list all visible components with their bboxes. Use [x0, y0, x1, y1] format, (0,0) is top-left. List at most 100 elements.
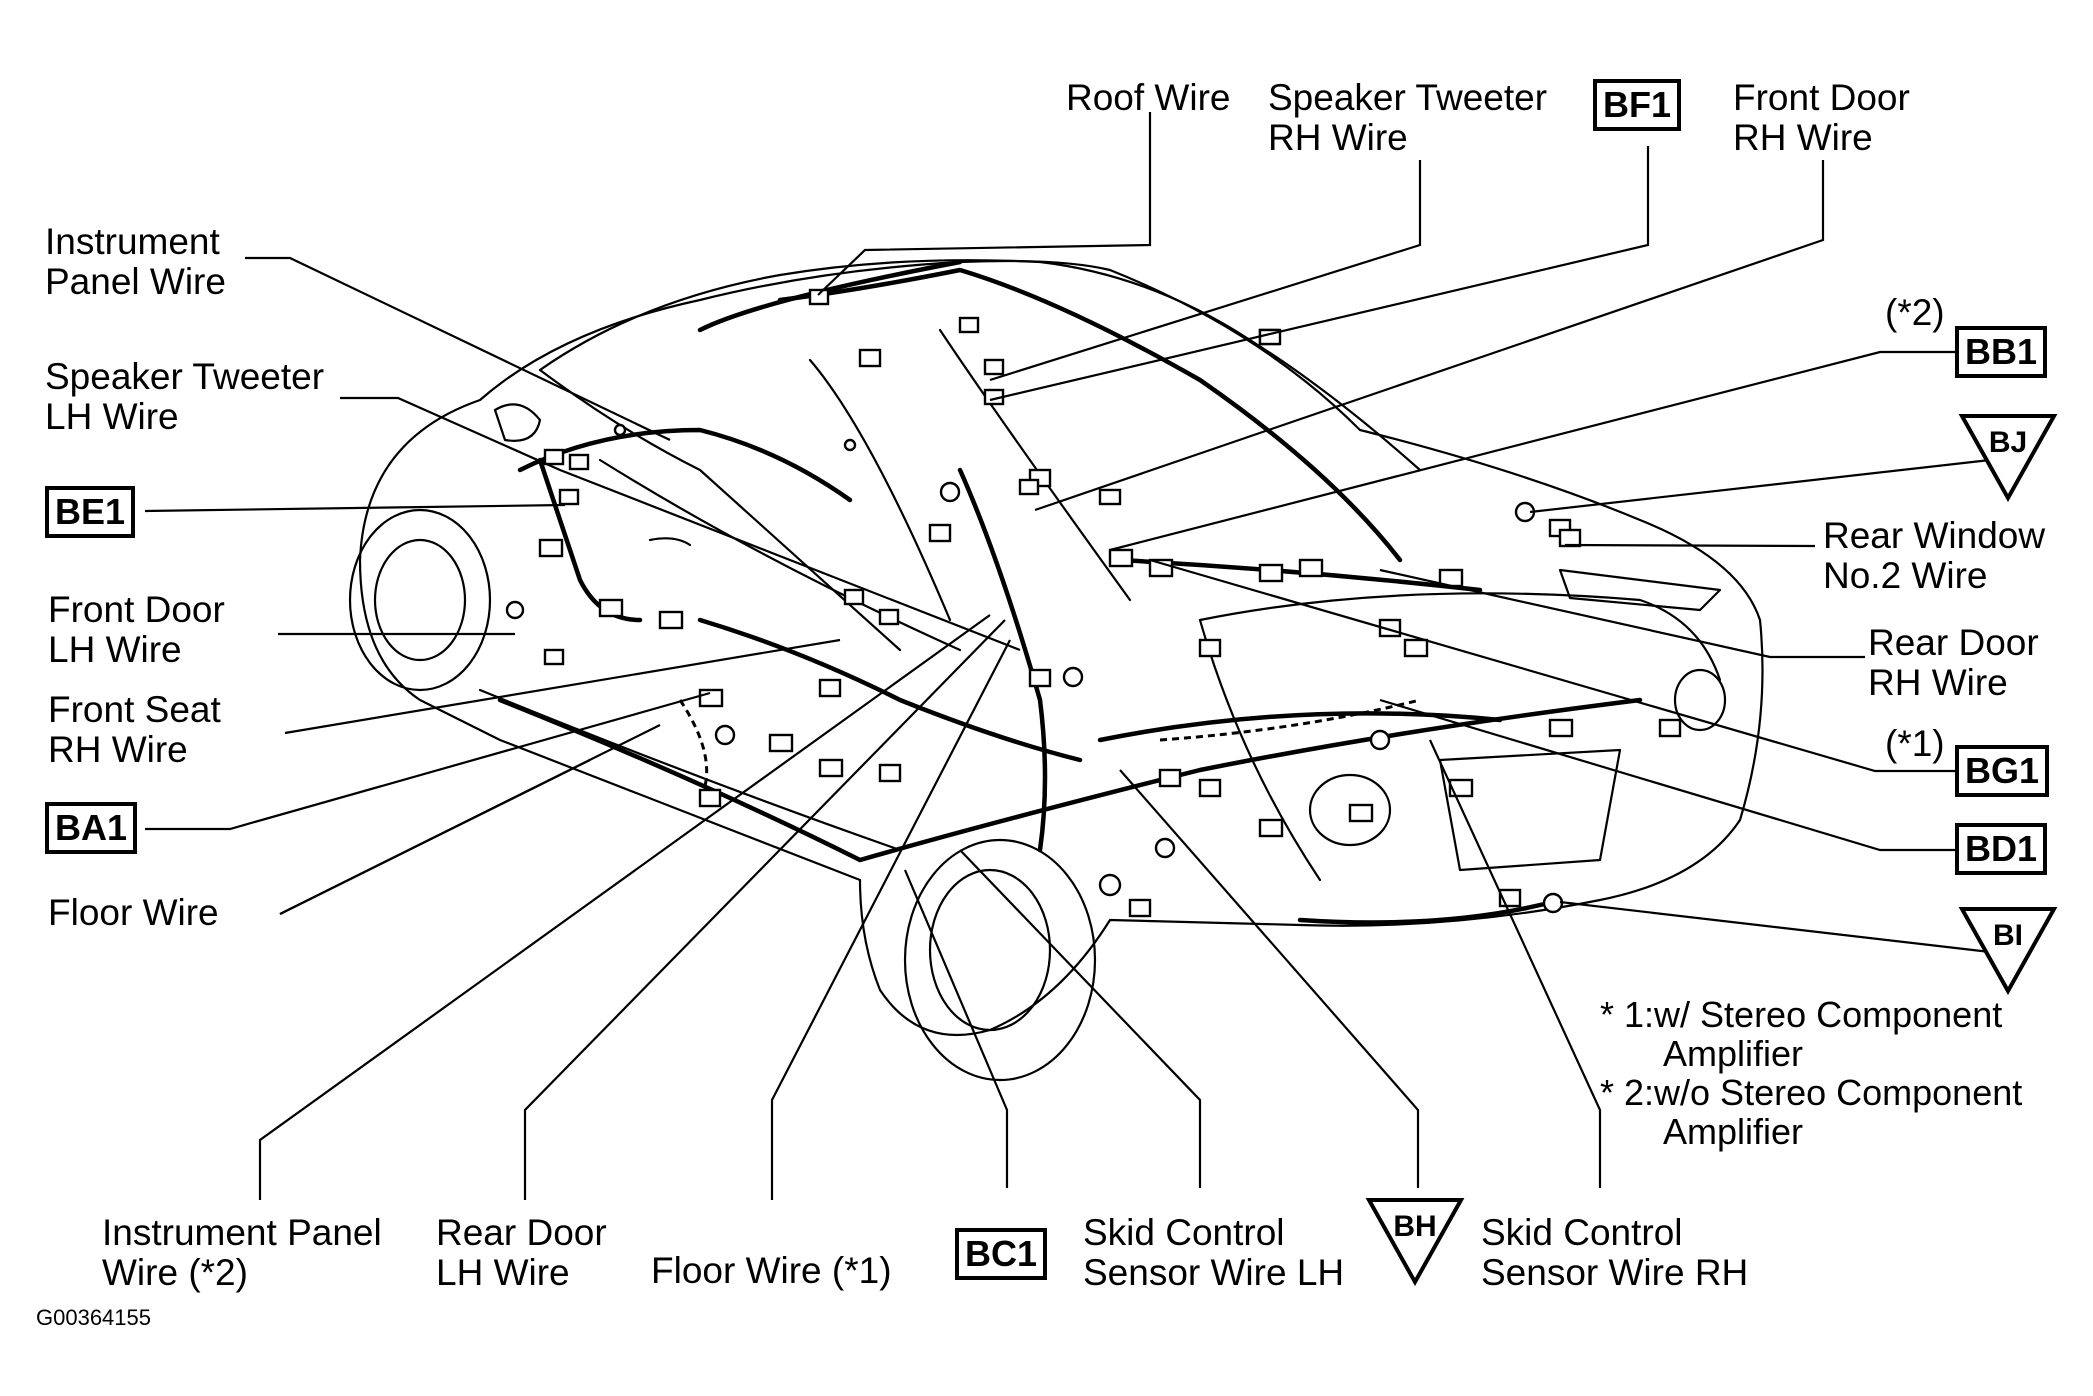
leader-bh: [1119, 769, 1420, 1188]
connector-badge-bf1: BF1: [1593, 79, 1682, 131]
leader-rear-door-lh: [523, 619, 1006, 1200]
figure-code: G00364155: [36, 1305, 151, 1330]
connector: [598, 598, 624, 618]
connector: [1448, 778, 1474, 798]
b-pillar: [808, 358, 952, 622]
roof-line: [538, 259, 1422, 472]
label-floor-wire: Floor Wire: [48, 892, 219, 933]
connector: [1258, 563, 1284, 583]
roof-harness: [777, 267, 1403, 563]
leader-bd1: [1379, 698, 1955, 852]
label-front-seat-rh: Front Seat RH Wire: [48, 689, 221, 770]
connector: [1158, 768, 1182, 788]
instrument-harness: [517, 427, 853, 503]
door-handle: [648, 537, 692, 547]
connector: [538, 538, 564, 558]
label-rear-window-no2: Rear Window No.2 Wire: [1823, 515, 2046, 596]
connector-badge-bb1: BB1: [1955, 326, 2048, 378]
front-wheel-inner: [373, 538, 467, 662]
leader-skid-rh: [1429, 739, 1602, 1188]
floor-harness-2: [697, 617, 1083, 763]
license-plate-area: [1438, 748, 1622, 872]
ground-triangle-icon: [1365, 1198, 1465, 1287]
connector: [1548, 718, 1574, 738]
rear-spoiler: [1558, 568, 1722, 612]
connector: [1098, 488, 1122, 506]
front-pillar: [538, 368, 902, 652]
connector: [878, 763, 902, 783]
grommet: [1098, 873, 1122, 897]
leader-floor-wire-b: [279, 724, 661, 915]
leader-bg1: [1149, 558, 1955, 773]
connector: [1198, 778, 1222, 798]
connector: [698, 788, 722, 808]
car-body-outline: [358, 259, 1764, 1037]
connector: [1198, 638, 1222, 658]
label-instrument-panel-wire-2: Instrument Panel Wire (*2): [102, 1212, 382, 1293]
connector: [818, 758, 844, 778]
connector: [1028, 668, 1052, 688]
note2-marker-top: (*2): [1885, 292, 1945, 333]
leader-instrument-panel-wire-2: [258, 614, 991, 1200]
rear-wheel-outer: [903, 838, 1097, 1082]
tail-light-right: [1673, 668, 1727, 732]
connector-badge-bd1: BD1: [1955, 823, 2048, 875]
connector: [568, 453, 590, 471]
trunk-lid: [1198, 592, 1722, 682]
connector-badge-ba1: BA1: [45, 802, 138, 854]
dashed-harness-1: [1159, 698, 1421, 742]
label-roof-wire: Roof Wire: [1066, 77, 1231, 118]
connector: [1298, 558, 1324, 578]
connector: [1558, 528, 1582, 548]
note1-marker-top: (*1): [1885, 723, 1945, 764]
grommet: [1369, 729, 1391, 751]
grommet: [505, 600, 525, 620]
leader-skid-lh: [959, 849, 1202, 1188]
rear-wheel-inner: [928, 868, 1052, 1032]
leader-instrument-panel-wire: [245, 256, 671, 441]
connector: [983, 358, 1005, 376]
grommet: [613, 423, 627, 437]
connector: [858, 348, 882, 368]
connector-badge-bc1: BC1: [955, 1228, 1048, 1280]
connector-badge-bg1: BG1: [1955, 745, 2050, 797]
label-speaker-tweeter-lh: Speaker Tweeter LH Wire: [45, 356, 325, 437]
c-pillar: [938, 328, 1132, 602]
footnote-2: * 2:w/o Stereo Component Amplifier: [1600, 1072, 2023, 1152]
label-speaker-tweeter-rh: Speaker Tweeter RH Wire: [1268, 77, 1548, 158]
connector: [1258, 818, 1284, 838]
label-front-door-rh: Front Door RH Wire: [1733, 77, 1910, 158]
side-mirror: [493, 403, 542, 442]
grommet: [714, 724, 736, 746]
connector: [1108, 548, 1134, 568]
connector: [1658, 718, 1682, 738]
leader-rear-door-rh: [1379, 568, 1865, 659]
grommet: [1062, 666, 1084, 688]
connector: [878, 608, 900, 626]
center-harness: [957, 467, 1048, 853]
connector: [658, 610, 684, 630]
connector: [543, 448, 565, 466]
front-wheel-outer: [348, 508, 492, 692]
connector: [1128, 898, 1152, 918]
grommet: [1542, 892, 1564, 914]
connector: [808, 288, 830, 306]
ground-point-bj: BJ: [1958, 412, 2058, 503]
connector: [543, 648, 565, 666]
connector: [928, 523, 952, 543]
label-skid-control-rh: Skid Control Sensor Wire RH: [1481, 1212, 1749, 1293]
leader-rear-window: [1564, 543, 1816, 548]
leader-front-door-rh: [1034, 160, 1825, 512]
connector: [818, 678, 842, 698]
grommet: [843, 438, 857, 452]
connector: [698, 688, 724, 708]
ground-triangle-icon: [1958, 414, 2058, 503]
label-front-door-lh: Front Door LH Wire: [48, 589, 225, 670]
leader-be1: [144, 503, 566, 513]
connector: [1348, 803, 1374, 823]
window-line: [598, 458, 962, 652]
leader-speaker-tweeter-lh: [340, 396, 1021, 652]
ground-point-bi: BI: [1958, 905, 2058, 996]
connector: [1403, 638, 1429, 658]
